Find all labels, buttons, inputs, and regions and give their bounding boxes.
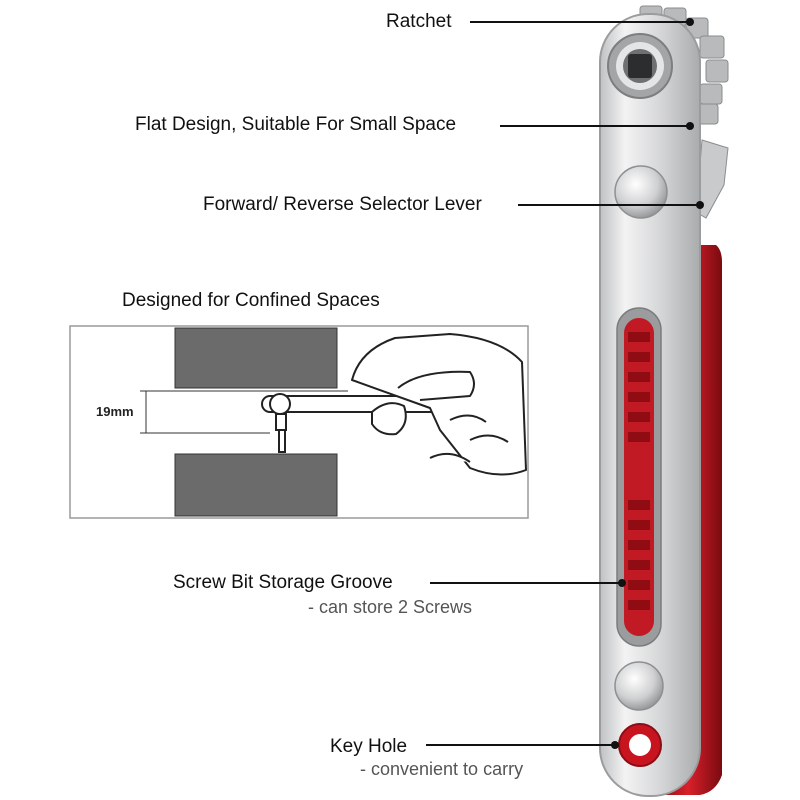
dimension-marker xyxy=(140,390,348,434)
callout-leader-lines xyxy=(426,21,700,746)
lower-block xyxy=(174,453,338,517)
callout-flat-design: Flat Design, Suitable For Small Space xyxy=(135,114,457,135)
callout-dots xyxy=(611,18,704,749)
callout-ratchet: Ratchet xyxy=(386,11,452,32)
callout-storage-groove: Screw Bit Storage Groove xyxy=(173,572,393,593)
callout-selector-lever: Forward/ Reverse Selector Lever xyxy=(203,194,482,215)
stored-screw-bits xyxy=(628,332,650,610)
dimension-label: 19mm xyxy=(96,404,134,419)
ratchet-wrench xyxy=(599,5,729,797)
callout-storage-groove-note: - can store 2 Screws xyxy=(308,597,473,617)
confined-space-inset xyxy=(69,325,529,519)
hand-outline xyxy=(351,333,527,476)
hex-drive-icon xyxy=(628,54,652,78)
ratchet-gear xyxy=(639,5,729,125)
callout-key-hole: Key Hole xyxy=(330,736,408,757)
upper-block xyxy=(174,327,338,389)
lower-rivet xyxy=(614,661,664,711)
upper-rivet xyxy=(614,165,668,219)
inset-title: Designed for Confined Spaces xyxy=(122,290,380,311)
callout-key-hole-note: - convenient to carry xyxy=(360,759,524,779)
